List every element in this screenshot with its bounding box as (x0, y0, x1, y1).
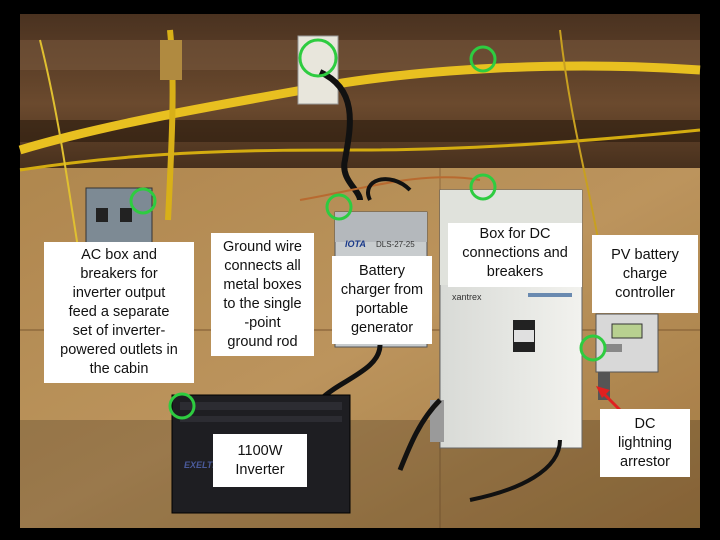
label-pv-controller: PV battery charge controller (592, 235, 698, 313)
charger-brand-text: IOTA (345, 239, 366, 249)
ac-breaker-box (85, 187, 153, 245)
inverter-brand-text: EXELTECH (184, 460, 232, 470)
arrow-head (596, 386, 610, 398)
label-lightning-arrestor: DC lightning arrestor (600, 409, 690, 477)
highlight-circle-ac-box (129, 187, 157, 215)
highlight-circle-beam (469, 45, 497, 73)
label-dc-box: Box for DC connections and breakers (448, 223, 582, 287)
label-battery-charger: Battery charger from portable generator (332, 256, 432, 344)
dc-box-brand-text: xantrex (452, 292, 482, 302)
highlight-circle-inverter (168, 392, 196, 420)
highlight-circle-dc-box (469, 173, 497, 201)
label-ac-box: AC box and breakers for inverter output … (44, 242, 194, 383)
highlight-circle-charger (325, 193, 353, 221)
ground-wire (299, 176, 481, 201)
charger-model-text: DLS-27-25 (376, 240, 415, 249)
highlight-circle-pv (579, 334, 607, 362)
highlight-circle-outlet (298, 38, 338, 78)
label-inverter: 1100W Inverter (213, 434, 307, 487)
label-ground-wire: Ground wire connects all metal boxes to … (211, 233, 314, 356)
